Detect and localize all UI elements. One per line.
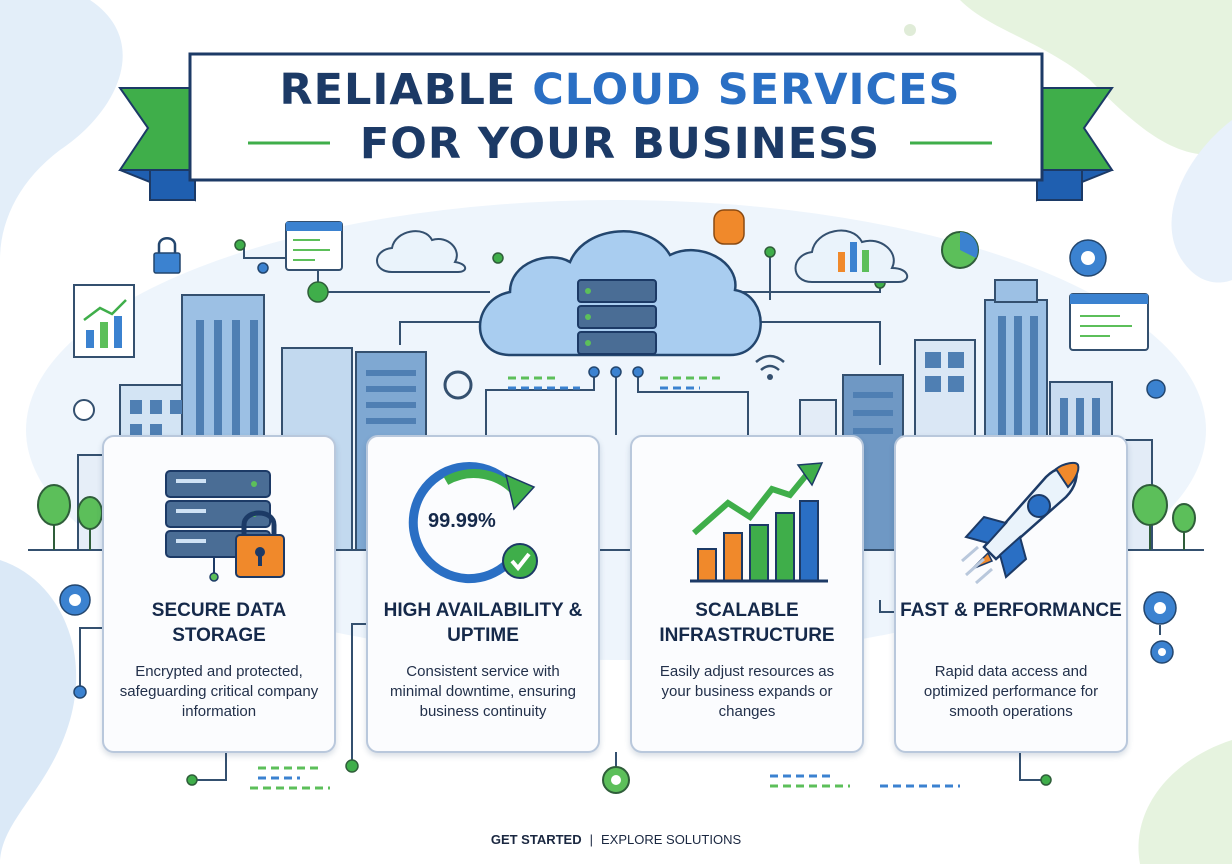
explore-solutions-link[interactable]: EXPLORE SOLUTIONS: [601, 832, 742, 847]
card-scalable-infrastructure: SCALABLE INFRASTRUCTURE Easily adjust re…: [630, 435, 864, 753]
card-description: Easily adjust resources as your business…: [659, 663, 835, 720]
footer-cta: GET STARTED | EXPLORE SOLUTIONS: [0, 832, 1232, 847]
uptime-cycle-icon: [408, 462, 538, 584]
uptime-value: 99.99%: [428, 510, 496, 532]
card-secure-data-storage: SECURE DATA STORAGE Encrypted and protec…: [102, 435, 336, 753]
title-accent: CLOUD SERVICES: [532, 65, 961, 115]
get-started-link[interactable]: GET STARTED: [490, 832, 582, 847]
title-line-2: FOR YOUR BUSINESS: [359, 119, 881, 169]
rocket-icon: [961, 461, 1080, 585]
card-high-availability: 99.99% HIGH AVAILABILITY & UPTIME Consis…: [366, 435, 600, 753]
card-description: Encrypted and protected, safeguarding cr…: [119, 663, 319, 720]
card-description: Consistent service with minimal downtime…: [390, 663, 576, 720]
card-description: Rapid data access and optimized performa…: [923, 663, 1099, 720]
card-title: SCALABLE INFRASTRUCTURE: [659, 600, 835, 646]
title-part-1: RELIABLE: [279, 65, 533, 115]
footer-separator: |: [589, 832, 593, 847]
card-title: SECURE DATA STORAGE: [151, 600, 287, 646]
growth-chart-icon: [690, 462, 828, 583]
card-title: HIGH AVAILABILITY & UPTIME: [383, 600, 583, 646]
card-fast-performance: FAST & PERFORMANCE Rapid data access and…: [894, 435, 1128, 753]
banner-title: RELIABLE CLOUD SERVICES FOR YOUR BUSINES…: [200, 64, 1040, 170]
server-lock-icon: [165, 470, 285, 582]
card-title: FAST & PERFORMANCE: [900, 600, 1122, 621]
